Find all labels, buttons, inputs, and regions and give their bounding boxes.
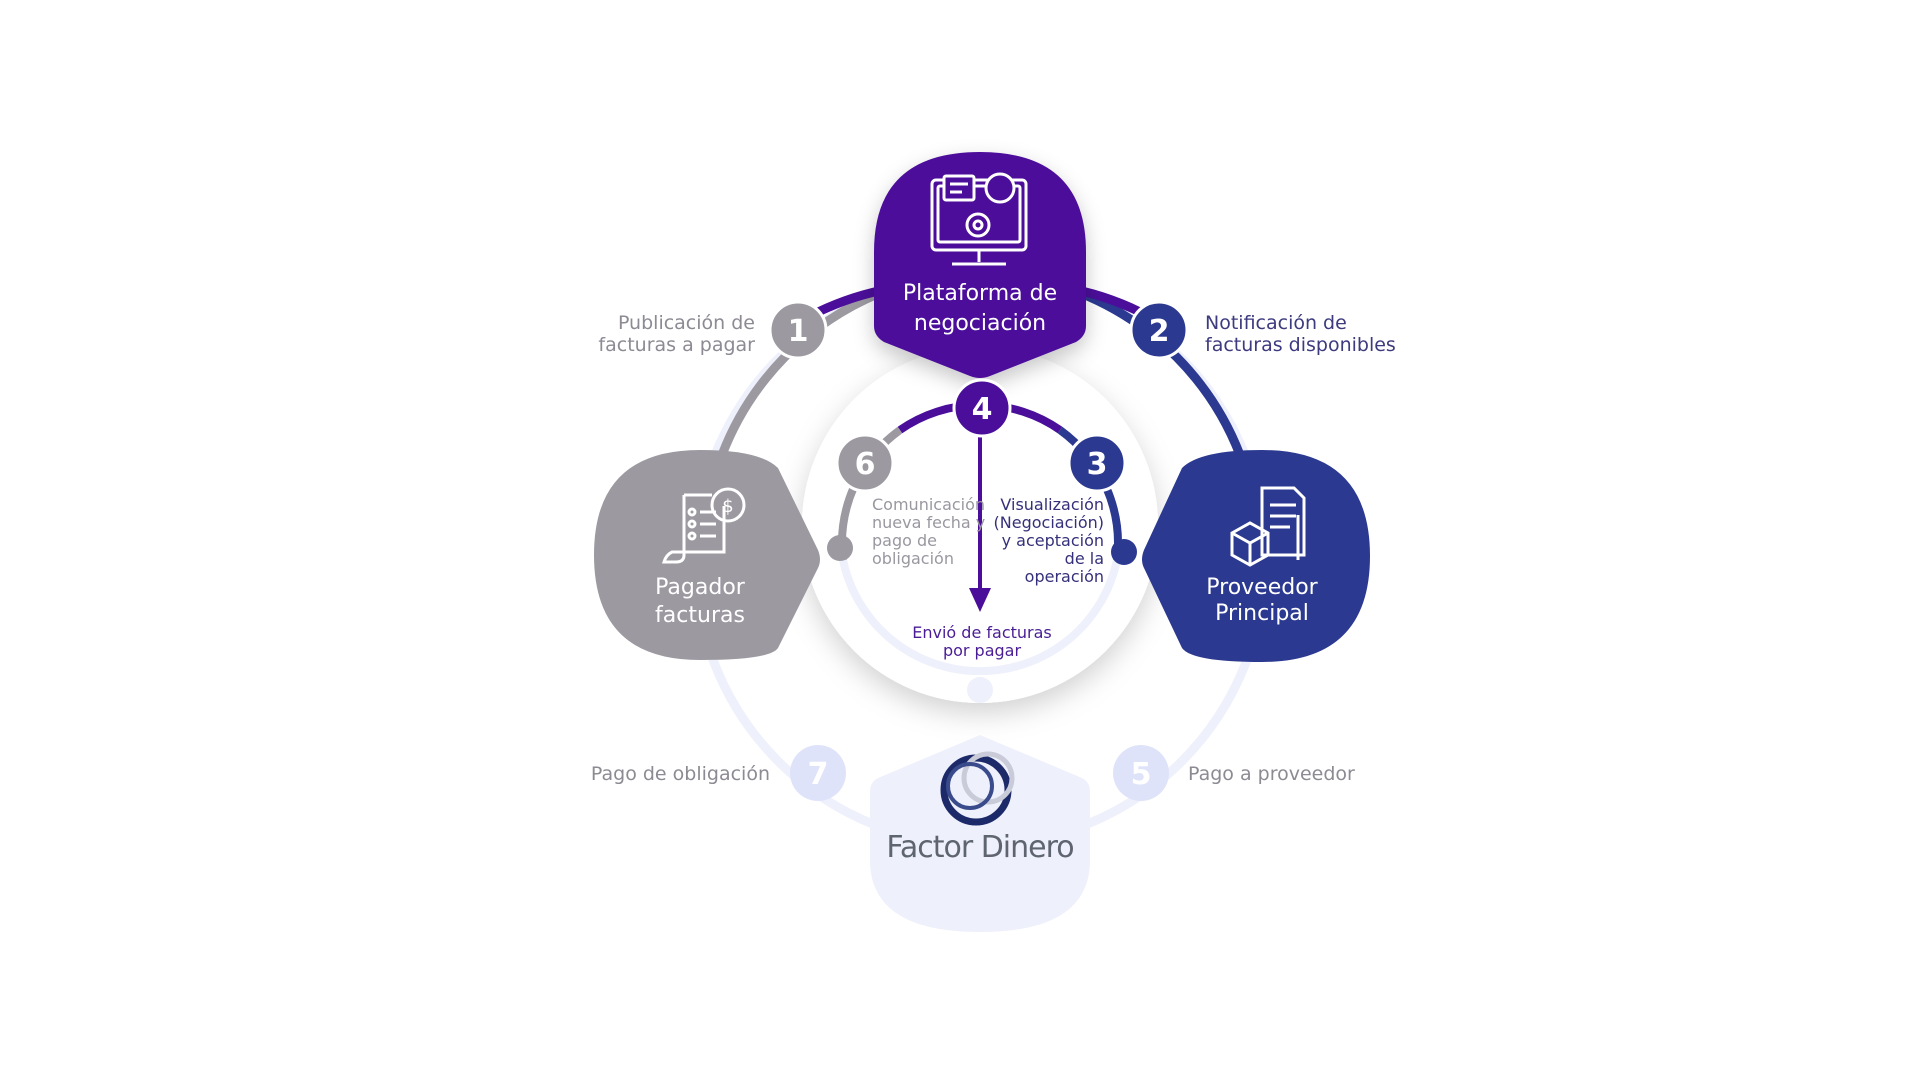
invoice-dollar-icon (662, 487, 746, 564)
platform-title-line1: Plataforma de (903, 281, 1057, 306)
svg-text:operación: operación (1025, 567, 1104, 586)
inner-arc-light (839, 559, 1121, 676)
supplier-node: Proveedor Principal (1142, 450, 1370, 662)
svg-text:nueva fecha y: nueva fecha y (872, 513, 985, 532)
step7-label: Pago de obligación (591, 763, 770, 785)
step4-arrow (969, 410, 991, 612)
dollar-sign-icon: $ (722, 496, 733, 517)
step5-label: Pago a proveedor (1188, 763, 1355, 785)
svg-text:7: 7 (808, 757, 829, 792)
svg-text:obligación: obligación (872, 549, 954, 568)
step-badge-7: 7 (790, 745, 846, 801)
inner-ring-dot-right (1111, 539, 1137, 565)
step1-label-line2: facturas a pagar (598, 334, 755, 356)
svg-text:por pagar: por pagar (943, 641, 1022, 660)
step2-label-line2: facturas disponibles (1205, 334, 1396, 356)
step-badge-2: 2 (1129, 300, 1189, 360)
svg-text:Envió de facturas: Envió de facturas (912, 623, 1052, 642)
svg-text:5: 5 (1131, 757, 1152, 792)
inner-ring-dot-left (827, 535, 853, 561)
factor-node-shape (870, 735, 1090, 932)
svg-text:1: 1 (788, 314, 809, 349)
payer-title-line1: Pagador (655, 575, 746, 600)
package-document-icon (1230, 486, 1306, 567)
step3-label: Visualización (Negociación) y aceptación… (994, 495, 1104, 586)
inner-ring-dot-bottom (967, 677, 993, 703)
svg-text:pago de: pago de (872, 531, 937, 550)
payer-title-line2: facturas (655, 603, 745, 628)
supplier-title-line2: Principal (1215, 601, 1309, 626)
payer-node-shape (594, 450, 820, 660)
computer-settings-icon (930, 172, 1028, 266)
outer-arc-grey (717, 288, 882, 457)
svg-text:de la: de la (1065, 549, 1104, 568)
svg-text:6: 6 (855, 447, 876, 482)
outer-arc-navy (1078, 288, 1245, 457)
step-badge-1: 1 (768, 300, 828, 360)
platform-title-line2: negociación (914, 311, 1046, 336)
svg-text:4: 4 (972, 392, 993, 427)
step-badge-3: 3 (1067, 433, 1127, 493)
supplier-title-line1: Proveedor (1206, 575, 1318, 600)
supplier-node-shape (1142, 450, 1370, 662)
factor-dinero-logo (940, 751, 1015, 826)
svg-text:Comunicación: Comunicación (872, 495, 985, 514)
step2-label-line1: Notificación de (1205, 312, 1347, 334)
svg-text:(Negociación): (Negociación) (994, 513, 1104, 532)
step6-label: Comunicación nueva fecha y pago de oblig… (872, 495, 985, 568)
step-badge-4: 4 (952, 378, 1012, 438)
factor-node: Factor Dinero (870, 735, 1090, 932)
payer-node: $ Pagador facturas (594, 450, 820, 660)
factor-brand-text: Factor Dinero (886, 830, 1073, 865)
step4-label: Envió de facturas por pagar (912, 623, 1052, 660)
svg-text:y aceptación: y aceptación (1002, 531, 1104, 550)
step1-label-line1: Publicación de (618, 312, 755, 334)
svg-text:3: 3 (1087, 447, 1108, 482)
step-badge-6: 6 (835, 433, 895, 493)
step-badge-5: 5 (1113, 745, 1169, 801)
svg-text:2: 2 (1149, 314, 1170, 349)
svg-text:Visualización: Visualización (1000, 495, 1104, 514)
